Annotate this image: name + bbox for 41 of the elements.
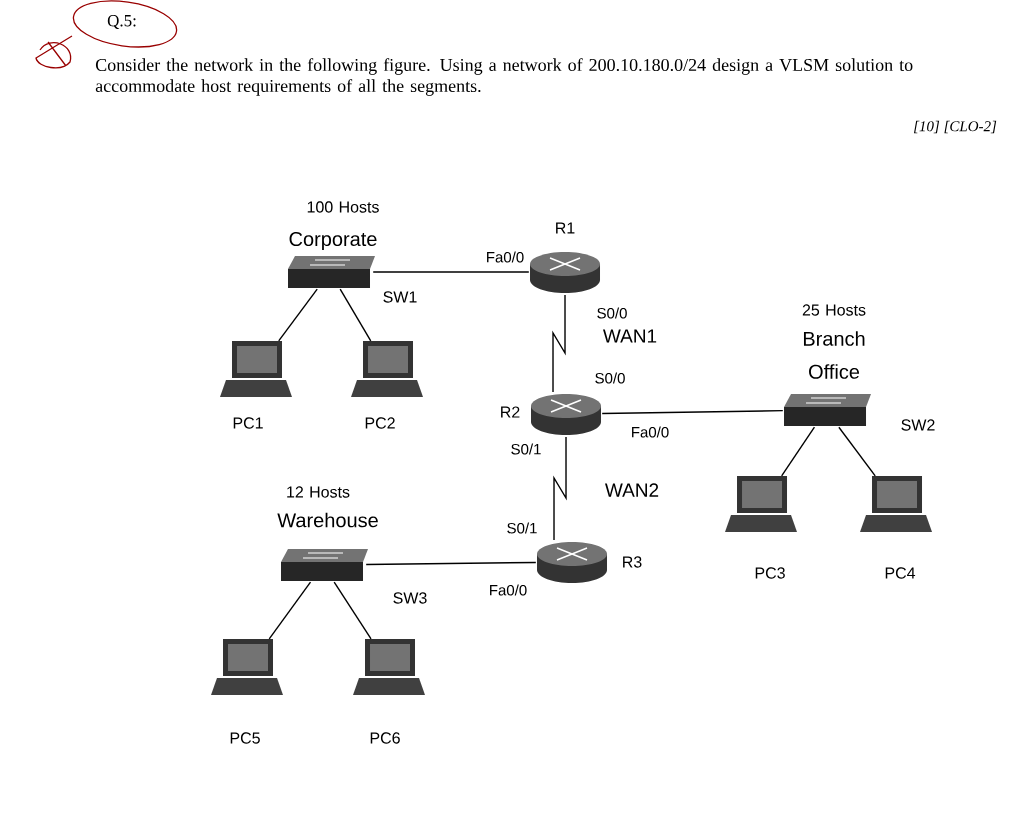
segment-caption: 12 Hosts: [287, 486, 350, 498]
device-label: SW2: [901, 419, 935, 431]
device-label: R3: [623, 556, 642, 568]
connection-line: [780, 426, 816, 477]
device-label: PC6: [370, 732, 400, 744]
connection-line: [339, 288, 372, 342]
device-label: SW1: [383, 291, 417, 303]
interface-label: S0/1: [507, 522, 537, 534]
segment-caption: Warehouse: [277, 512, 378, 528]
question-text: Consider the network in the following figure. Using a network of 200.10.180.0/24 design a VLSM solution to accommodate host requirements of all the segments.: [95, 58, 913, 96]
connection-line: [365, 561, 537, 566]
segment-caption: 25 Hosts: [802, 304, 866, 316]
device-label: PC5: [230, 732, 260, 744]
device-label: R2: [501, 406, 520, 418]
interface-label: Fa0/0: [632, 426, 669, 438]
interface-label: S0/1: [511, 443, 541, 455]
interface-label: S0/0: [595, 372, 625, 384]
device-label: SW3: [393, 592, 427, 604]
connection-line: [268, 581, 312, 640]
connection-line: [372, 271, 530, 273]
interface-label: Fa0/0: [490, 584, 527, 596]
device-label: PC4: [885, 567, 916, 579]
connection-line: [601, 409, 784, 415]
connection-line: [552, 294, 566, 393]
interface-label: Fa0/0: [487, 251, 524, 263]
connection-line: [333, 581, 372, 640]
interface-label: S0/0: [597, 307, 627, 319]
question-number: Q.5:: [107, 15, 136, 29]
device-label: R1: [556, 222, 575, 234]
connection-line: [838, 426, 876, 477]
device-label: PC1: [233, 417, 263, 429]
edge-label: WAN1: [601, 328, 659, 344]
device-label: PC2: [365, 417, 395, 429]
edge-label: WAN2: [603, 482, 661, 498]
device-label: PC3: [755, 567, 785, 579]
segment-caption: Branch Office: [803, 331, 865, 379]
segment-caption: 100 Hosts: [307, 201, 379, 213]
marks-note: [10] [CLO-2]: [914, 120, 997, 134]
segment-caption: Corporate: [289, 231, 377, 251]
connection-line: [553, 436, 567, 541]
connection-line: [278, 288, 318, 342]
